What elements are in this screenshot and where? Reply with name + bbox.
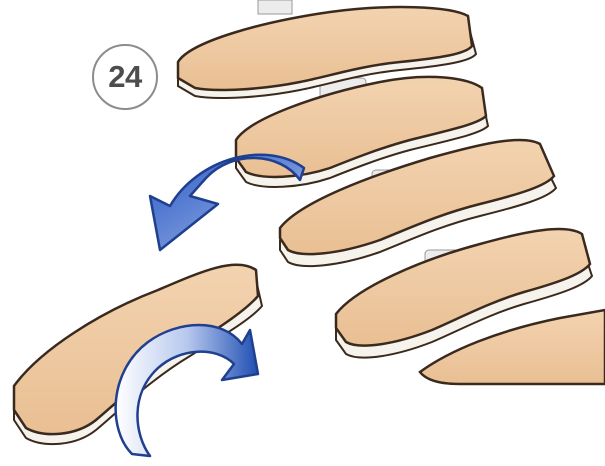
step-number-badge: 24 <box>92 44 158 110</box>
step-number-label: 24 <box>108 59 141 95</box>
